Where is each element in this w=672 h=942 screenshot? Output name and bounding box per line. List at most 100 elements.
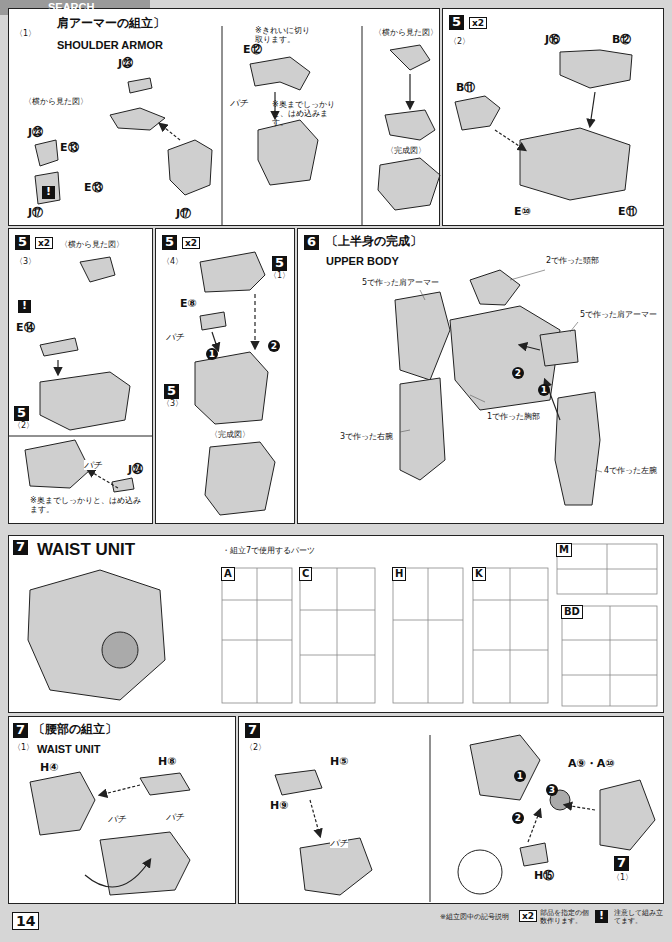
step-heading: 〔上半身の完成〕	[326, 235, 422, 249]
runner-box: A	[221, 567, 293, 705]
step-heading: x2	[182, 237, 200, 249]
part-label: パチ	[84, 460, 102, 470]
step-panel: 7〔腰部の組立〕〈1〉WAIST UNIT	[8, 716, 236, 904]
part-label: H⑮	[534, 870, 554, 883]
step-number: 5	[162, 235, 177, 250]
part-label: B⑪	[456, 82, 475, 95]
part-label: 14	[12, 912, 39, 930]
part-label: 3で作った右腕	[340, 432, 393, 441]
part-label: J⑰	[176, 208, 191, 221]
step-heading: 〈1〉	[15, 29, 36, 38]
part-label: J⑰	[28, 207, 43, 220]
part-label: パチ	[108, 814, 126, 824]
step-number: 6	[304, 235, 319, 250]
part-label: 〈1〉	[269, 271, 290, 280]
part-label: 4で作った左腕	[604, 466, 660, 475]
step-heading: x2	[469, 17, 487, 29]
part-label: A⑨・A⑩	[568, 758, 615, 771]
step-heading: M	[556, 543, 572, 557]
step-panel: 〈1〉 肩アーマーの組立〕 SHOULDER ARMOR	[8, 8, 440, 226]
step-heading: WAIST UNIT	[37, 743, 101, 756]
part-label: H⑧	[158, 756, 177, 769]
step-heading: 〈2〉	[245, 743, 266, 752]
step-heading: SHOULDER ARMOR	[57, 39, 163, 52]
step-heading: H	[392, 567, 406, 581]
step-heading: BD	[561, 605, 583, 619]
part-label: ※奥までしっかりと、はめ込みます。	[30, 496, 148, 514]
part-label: !	[595, 910, 608, 923]
step-heading: x2	[35, 237, 53, 249]
part-label: 〈完成図〉	[386, 146, 426, 155]
part-label: !	[42, 186, 55, 199]
step-number: 7	[13, 723, 28, 738]
part-label: 5で作った肩アーマー	[580, 310, 660, 319]
runner-box: BD	[561, 605, 658, 707]
part-label: 2	[512, 812, 524, 824]
part-label: J㉓	[28, 127, 43, 140]
step-panel: 7 〈2〉	[238, 716, 664, 904]
part-label: !	[18, 300, 31, 313]
part-label: ※組立図中の記号説明	[440, 913, 509, 921]
step-panel: 5 x2 〈3〉	[8, 228, 153, 524]
part-label: E⑭	[16, 322, 35, 335]
step-number: 7	[13, 540, 28, 555]
step-number: 5	[449, 15, 464, 30]
part-label: E⑫	[243, 44, 262, 57]
part-label: 部品を指定の個数作ります。	[540, 909, 592, 925]
step-heading: K	[472, 567, 486, 581]
part-label: x2	[519, 910, 537, 922]
runner-box: K	[472, 567, 549, 705]
step-heading: C	[299, 567, 312, 581]
part-label: 5	[272, 256, 287, 271]
part-label: 〈完成図〉	[210, 430, 250, 439]
part-label: B⑫	[612, 34, 631, 47]
step-panel: 7 WAIST UNIT AC H K M BD	[8, 535, 664, 713]
runner-box: M	[556, 543, 658, 595]
part-label: H⑨	[270, 800, 289, 813]
part-label: 7	[614, 856, 629, 871]
part-label: パチ	[330, 838, 348, 848]
part-label: 〈1〉	[612, 873, 633, 882]
part-label: E⑩	[514, 206, 531, 219]
step-heading: 〈3〉	[15, 257, 36, 266]
part-label: 〈横から見た図〉	[374, 28, 438, 37]
step-number: 5	[15, 235, 30, 250]
step-heading: 肩アーマーの組立〕	[57, 17, 165, 31]
part-label: 5で作った肩アーマー	[362, 278, 439, 287]
part-label: H④	[40, 762, 59, 775]
part-label: H⑤	[330, 756, 349, 769]
part-label: 〈横から見た図〉	[24, 97, 88, 106]
step-panel: 6 〔上半身の完成〕 UPPER BODY	[297, 228, 664, 524]
part-label: 1	[514, 770, 526, 782]
step-heading: 〈4〉	[162, 257, 183, 266]
part-label: 2で作った頭部	[546, 256, 599, 265]
part-label: E⑬	[84, 182, 103, 195]
part-label: 1で作った胸部	[487, 412, 540, 421]
part-label: ※奥までしっかりと、はめ込みます。	[272, 100, 338, 128]
step-number: 7	[245, 723, 260, 738]
part-label: 2	[268, 340, 280, 352]
part-label: SEARCH	[48, 1, 94, 14]
runner-box: H	[392, 567, 464, 705]
part-label: ・組立7で使用するパーツ	[222, 546, 315, 555]
step-heading: 〈1〉	[13, 743, 34, 752]
part-label: 3	[546, 784, 558, 796]
part-label: 1	[538, 384, 550, 396]
part-label: 〈横から見た図〉	[60, 240, 124, 249]
part-label: 注意して組み立てます。	[614, 909, 666, 925]
part-label: 2	[512, 367, 524, 379]
part-label: J㉓	[118, 58, 133, 71]
step-heading: UPPER BODY	[326, 255, 399, 268]
part-label: ※きれいに切り取ります。	[255, 26, 317, 44]
runner-box: C	[299, 567, 376, 705]
part-label: J⑯	[545, 34, 560, 47]
part-label: 5	[14, 406, 29, 421]
part-label: 〈2〉	[13, 421, 34, 430]
part-label: 5	[164, 384, 179, 399]
step-heading: WAIST UNIT	[37, 540, 135, 560]
part-label: E⑪	[618, 206, 637, 219]
part-label: 〈3〉	[162, 399, 183, 408]
part-label: パチ	[166, 332, 184, 342]
part-label: パチ	[166, 812, 184, 822]
